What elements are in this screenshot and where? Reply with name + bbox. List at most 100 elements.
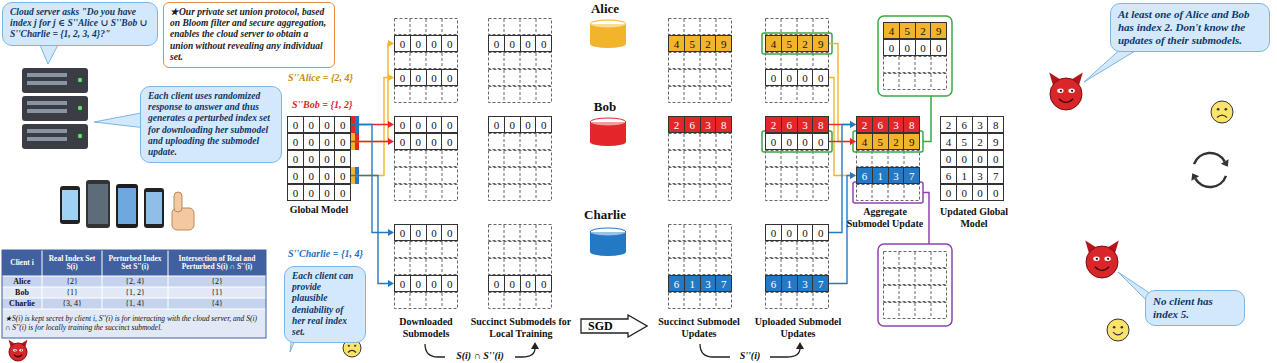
dashed-divider xyxy=(813,168,814,183)
table-cell: {2, 4} xyxy=(103,276,167,287)
devil-head xyxy=(9,343,27,361)
matrix-row: 4529 xyxy=(940,133,1004,150)
matrix-value: 0 xyxy=(288,134,303,149)
database-rim xyxy=(590,118,626,126)
dashed-row xyxy=(669,70,732,86)
matrix-value: 0 xyxy=(410,36,426,51)
client-name: Alice xyxy=(575,2,635,17)
thumb-up xyxy=(174,192,182,212)
dashed-divider xyxy=(716,151,717,166)
matrix-value: 2 xyxy=(669,117,684,132)
dashed-row xyxy=(669,53,732,69)
table-header: Intersection of Real and Perturbed S(i) … xyxy=(169,250,265,276)
dashed-row xyxy=(766,276,829,292)
database-bottom xyxy=(590,40,626,48)
note-box: ★Our private set union protocol, based o… xyxy=(163,2,335,68)
dashed-divider xyxy=(684,87,685,102)
matrix-row: 4529 xyxy=(883,22,947,39)
dashed-divider xyxy=(520,87,521,102)
dashed-divider xyxy=(410,87,411,102)
matrix-value: 0 xyxy=(319,151,335,166)
matrix-value: 0 xyxy=(884,40,899,55)
matrix-row: 0000 xyxy=(488,275,552,292)
dashed-divider xyxy=(426,293,427,308)
dashed-divider xyxy=(684,134,685,149)
dashed-divider xyxy=(504,151,505,166)
matrix-value: 0 xyxy=(535,276,551,291)
table-cell: Charlie xyxy=(3,298,41,309)
matrix-row: 0000 xyxy=(394,275,458,292)
dashed-divider xyxy=(536,259,537,274)
bubble-text: Each client can provide plausible deniab… xyxy=(292,271,358,338)
dashed-row xyxy=(395,87,458,103)
matrix-value: 9 xyxy=(715,36,731,51)
dashed-row xyxy=(669,259,732,275)
dashed-divider xyxy=(520,134,521,149)
devil-eye xyxy=(1093,257,1099,261)
table-grid xyxy=(2,287,266,288)
devil-head xyxy=(1086,246,1118,278)
dashed-divider xyxy=(504,87,505,102)
dashed-row xyxy=(884,269,947,285)
dashed-row xyxy=(489,87,552,103)
dashed-divider xyxy=(520,168,521,183)
dashed-divider xyxy=(931,286,932,301)
matrix-value: 2 xyxy=(972,134,988,149)
dashed-divider xyxy=(797,87,798,102)
dashed-divider xyxy=(536,225,537,240)
devil-pupil xyxy=(1060,90,1062,92)
dashed-divider xyxy=(700,242,701,257)
matrix-value: 0 xyxy=(766,225,781,240)
dashed-divider xyxy=(813,293,814,308)
dashed-row xyxy=(669,19,732,35)
highlight-outline xyxy=(853,131,923,152)
matrix-value: 6 xyxy=(766,276,781,291)
matrix-value: 0 xyxy=(303,185,319,200)
dashed-row xyxy=(669,151,732,167)
matrix-value: 0 xyxy=(489,276,504,291)
matrix-value: 2 xyxy=(857,117,872,132)
dashed-divider xyxy=(931,252,932,267)
dashed-divider xyxy=(700,293,701,308)
matrix-value: 0 xyxy=(303,168,319,183)
dashed-divider xyxy=(716,293,717,308)
dashed-divider xyxy=(899,252,900,267)
dashed-row xyxy=(395,242,458,258)
dashed-row xyxy=(766,293,829,309)
matrix-value: 0 xyxy=(535,117,551,132)
phone-body xyxy=(86,180,110,228)
stage-label: Downloaded Submodels xyxy=(380,316,472,339)
connector-line xyxy=(351,78,389,176)
dashed-row xyxy=(766,134,829,150)
matrix-value: 0 xyxy=(956,151,972,166)
stage-label: Aggregate Submodel Update xyxy=(846,206,924,229)
dashed-divider xyxy=(426,19,427,34)
dashed-row xyxy=(766,19,829,35)
connector-line xyxy=(829,176,851,284)
dashed-divider xyxy=(684,185,685,200)
matrix-row: 0000 xyxy=(488,35,552,52)
matrix-value: 6 xyxy=(669,276,684,291)
matrix-value: 0 xyxy=(972,151,988,166)
matrix-value: 0 xyxy=(288,185,303,200)
dashed-divider xyxy=(700,259,701,274)
dashed-row xyxy=(669,36,732,52)
dashed-divider xyxy=(426,259,427,274)
dashed-divider xyxy=(504,225,505,240)
dashed-divider xyxy=(899,74,900,89)
dashed-divider xyxy=(797,168,798,183)
matrix-value: 0 xyxy=(504,36,520,51)
matrix-value: 2 xyxy=(797,36,813,51)
table-grid xyxy=(2,298,266,299)
matrix-value: 0 xyxy=(797,134,813,149)
dashed-divider xyxy=(700,151,701,166)
dashed-divider xyxy=(684,53,685,68)
matrix-value: 0 xyxy=(426,36,442,51)
table-cell: Alice xyxy=(3,276,41,287)
highlight-outline xyxy=(853,182,923,203)
table-cell: {4} xyxy=(169,298,265,309)
dashed-divider xyxy=(520,225,521,240)
matrix-value: 5 xyxy=(872,134,888,149)
table-cell: {3, 4} xyxy=(43,298,101,309)
matrix-value: 3 xyxy=(888,168,904,183)
